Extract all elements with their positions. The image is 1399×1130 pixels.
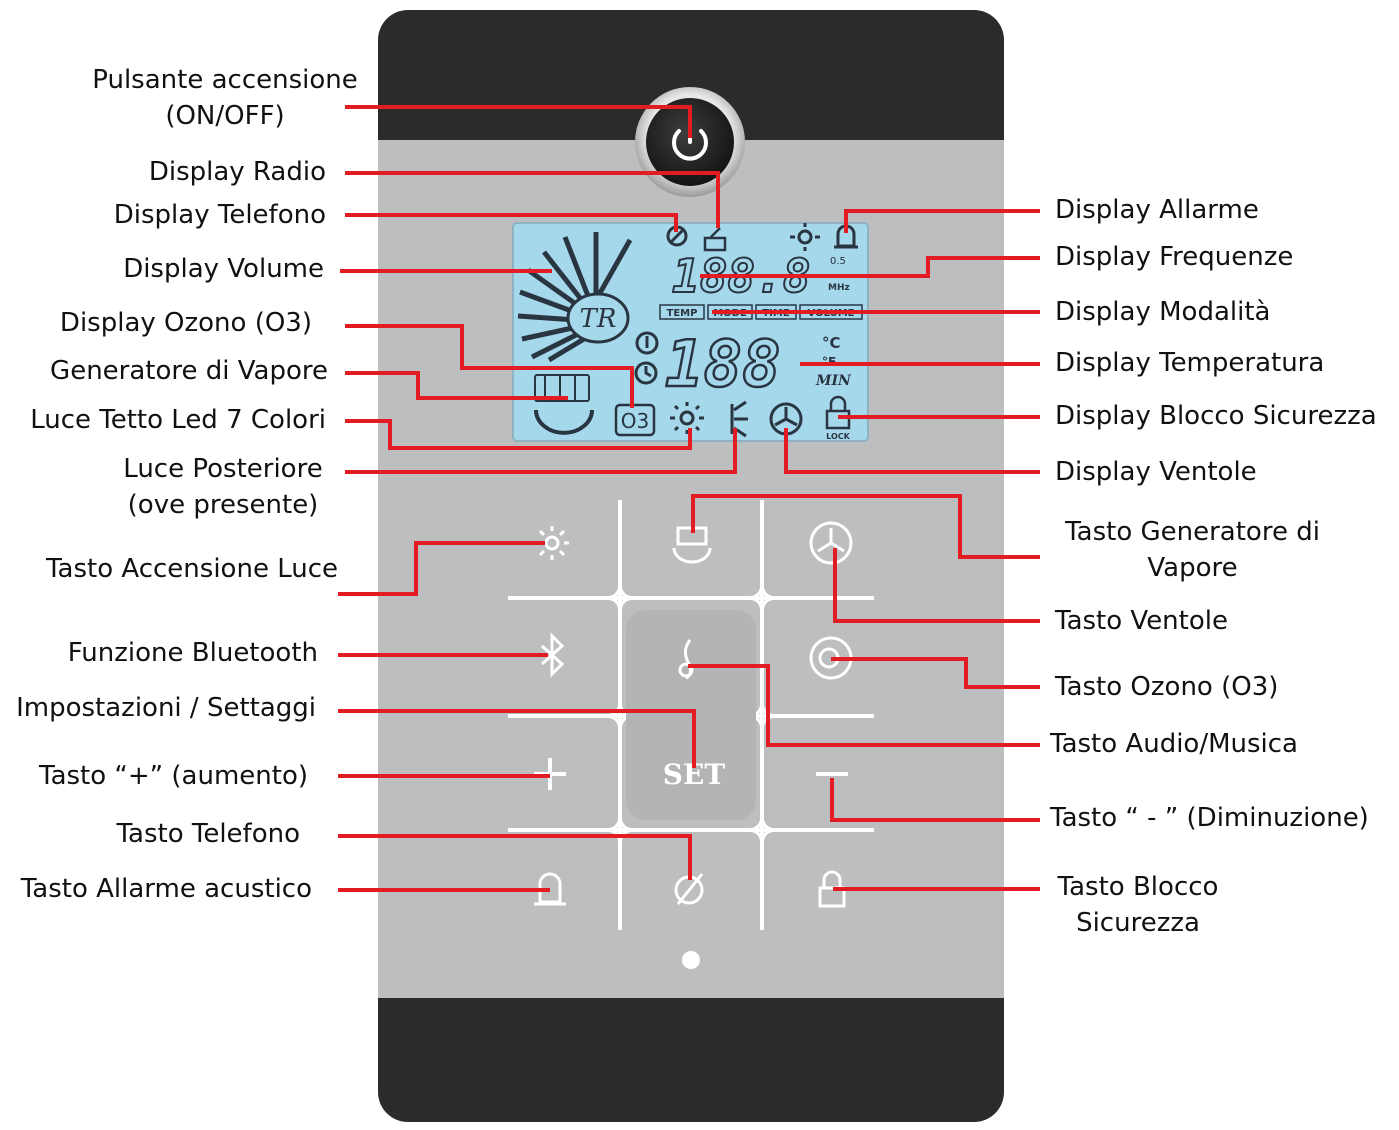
lcd-logo: TR	[580, 304, 617, 334]
freq-step: 0.5	[830, 256, 846, 267]
label-audio-key: Tasto Audio/Musica	[1050, 726, 1298, 762]
label-rear-light-line2: (ove presente)	[80, 487, 366, 523]
label-alarm-key: Tasto Allarme acustico	[6, 871, 312, 907]
svg-text:O3: O3	[621, 409, 649, 433]
label-rear-light: Luce Posteriore (ove presente)	[80, 451, 366, 523]
unit-minutes: MIN	[815, 373, 852, 389]
label-display-phone: Display Telefono	[40, 197, 326, 233]
label-display-temp: Display Temperatura	[1055, 345, 1324, 381]
label-power-line1: Pulsante accensione	[80, 62, 370, 98]
label-steam-key: Tasto Generatore di Vapore	[1050, 514, 1335, 586]
label-plus-key: Tasto “+” (aumento)	[10, 758, 308, 794]
label-display-fans: Display Ventole	[1055, 454, 1257, 490]
mode-temp: TEMP	[667, 308, 698, 319]
lock-caption: LOCK	[826, 432, 850, 441]
label-lock-key-line2: Sicurezza	[1050, 905, 1226, 941]
label-steam-key-line2: Vapore	[1050, 550, 1335, 586]
label-bluetooth: Funzione Bluetooth	[20, 635, 318, 671]
label-display-radio: Display Radio	[40, 154, 326, 190]
label-display-ozone: Display Ozono (O3)	[20, 305, 312, 341]
label-display-mode: Display Modalità	[1055, 294, 1270, 330]
freq-unit: MHz	[828, 283, 850, 293]
lcd-display: TR 188.8 0.5 MHz TEMP MODE	[513, 223, 868, 441]
label-fan-key: Tasto Ventole	[1055, 603, 1228, 639]
label-settings: Impostazioni / Settaggi	[4, 690, 316, 726]
label-lock-key-line1: Tasto Blocco	[1050, 869, 1226, 905]
label-power: Pulsante accensione (ON/OFF)	[80, 62, 370, 134]
label-display-volume: Display Volume	[40, 251, 324, 287]
indicator-dot	[682, 951, 700, 969]
label-steam-key-line1: Tasto Generatore di	[1050, 514, 1335, 550]
label-ozone-key: Tasto Ozono (O3)	[1055, 669, 1278, 705]
label-display-lock: Display Blocco Sicurezza	[1055, 398, 1377, 434]
label-power-line2: (ON/OFF)	[80, 98, 370, 134]
label-display-freq: Display Frequenze	[1055, 239, 1293, 275]
temp-digits: 188	[665, 328, 781, 402]
ozone-icon: O3	[616, 405, 654, 435]
label-steam-generator: Generatore di Vapore	[20, 353, 328, 389]
label-phone-key: Tasto Telefono	[20, 816, 300, 852]
label-minus-key: Tasto “ - ” (Diminuzione)	[1050, 800, 1369, 836]
power-button[interactable]	[635, 87, 745, 197]
label-roof-light: Luce Tetto Led 7 Colori	[10, 402, 326, 438]
label-display-alarm: Display Allarme	[1055, 192, 1259, 228]
unit-celsius: °C	[822, 334, 841, 352]
label-lock-key: Tasto Blocco Sicurezza	[1050, 869, 1226, 941]
label-rear-light-line1: Luce Posteriore	[80, 451, 366, 487]
label-light-key: Tasto Accensione Luce	[20, 551, 338, 587]
